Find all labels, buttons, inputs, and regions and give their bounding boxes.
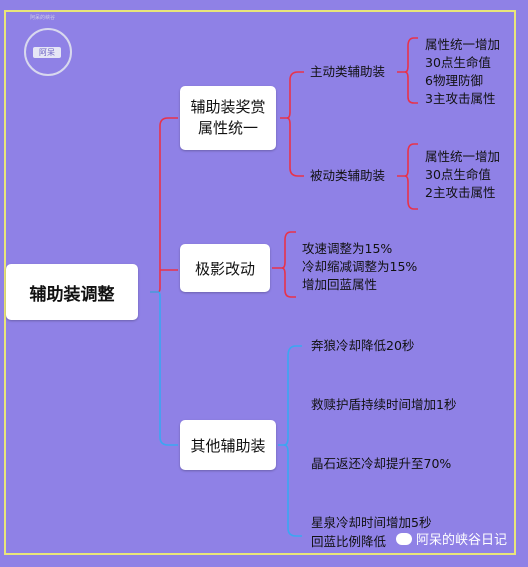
root-node: 辅助装调整 [6, 264, 138, 320]
branch-reward-node: 辅助装奖赏 属性统一 [180, 86, 276, 150]
branch-jiying-node: 极影改动 [180, 244, 270, 292]
branch-reward-line2: 属性统一 [197, 119, 258, 137]
detail-line: 3主攻击属性 [425, 91, 496, 106]
wechat-icon [396, 532, 412, 545]
brace-jiying-bottom [281, 267, 296, 298]
red-branch-main [150, 117, 178, 293]
branch-reward-line1: 辅助装奖赏 [190, 98, 266, 116]
brace-active-bottom [404, 71, 418, 104]
other-item-last: 星泉冷却时间增加5秒 回蓝比例降低 [311, 513, 431, 551]
blue-branch-other [150, 291, 178, 446]
detail-line: 2主攻击属性 [425, 185, 496, 200]
passive-support-details: 属性统一增加 30点生命值 2主攻击属性 [425, 148, 500, 202]
detail-line: 增加回蓝属性 [302, 277, 378, 292]
branch-jiying-label: 极影改动 [194, 259, 255, 278]
brace-jiying-top [272, 231, 296, 269]
brace-passive-bottom [404, 175, 418, 210]
root-label: 辅助装调整 [29, 284, 115, 305]
active-support-label: 主动类辅助装 [310, 64, 386, 79]
other-item: 救赎护盾持续时间增加1秒 [311, 397, 457, 412]
passive-support-label: 被动类辅助装 [310, 168, 386, 183]
branch-other-node: 其他辅助装 [180, 420, 276, 470]
detail-line: 属性统一增加 [425, 149, 501, 164]
brace-other-top [278, 345, 302, 446]
detail-line: 属性统一增加 [425, 37, 501, 52]
watermark: 阿呆的峡谷日记 [396, 529, 507, 548]
other-item: 奔狼冷却降低20秒 [311, 338, 415, 353]
logo-ring [24, 28, 72, 76]
logo-top-text: 阿呆的峡谷 [30, 15, 56, 21]
logo-tag: 阿呆 [33, 47, 61, 58]
brace-passive [286, 117, 304, 177]
other-item-line: 星泉冷却时间增加5秒 [311, 515, 432, 530]
brace-active [280, 71, 304, 119]
brace-active-top [397, 37, 418, 73]
brace-passive-top [397, 143, 418, 177]
detail-line: 冷却缩减调整为15% [302, 259, 418, 274]
detail-line: 攻速调整为15% [302, 241, 393, 256]
detail-line: 30点生命值 [425, 167, 491, 182]
branch-other-label: 其他辅助装 [190, 436, 266, 455]
other-item-line: 回蓝比例降低 [311, 534, 387, 549]
active-support-details: 属性统一增加 30点生命值 6物理防御 3主攻击属性 [425, 36, 500, 108]
other-item: 晶石返还冷却提升至70% [311, 456, 452, 471]
brace-other-bottom [283, 444, 302, 537]
jiying-details: 攻速调整为15% 冷却缩减调整为15% 增加回蓝属性 [302, 240, 417, 294]
detail-line: 30点生命值 [425, 55, 491, 70]
detail-line: 6物理防御 [425, 73, 483, 88]
watermark-text: 阿呆的峡谷日记 [416, 533, 508, 548]
outer-frame [4, 10, 516, 555]
